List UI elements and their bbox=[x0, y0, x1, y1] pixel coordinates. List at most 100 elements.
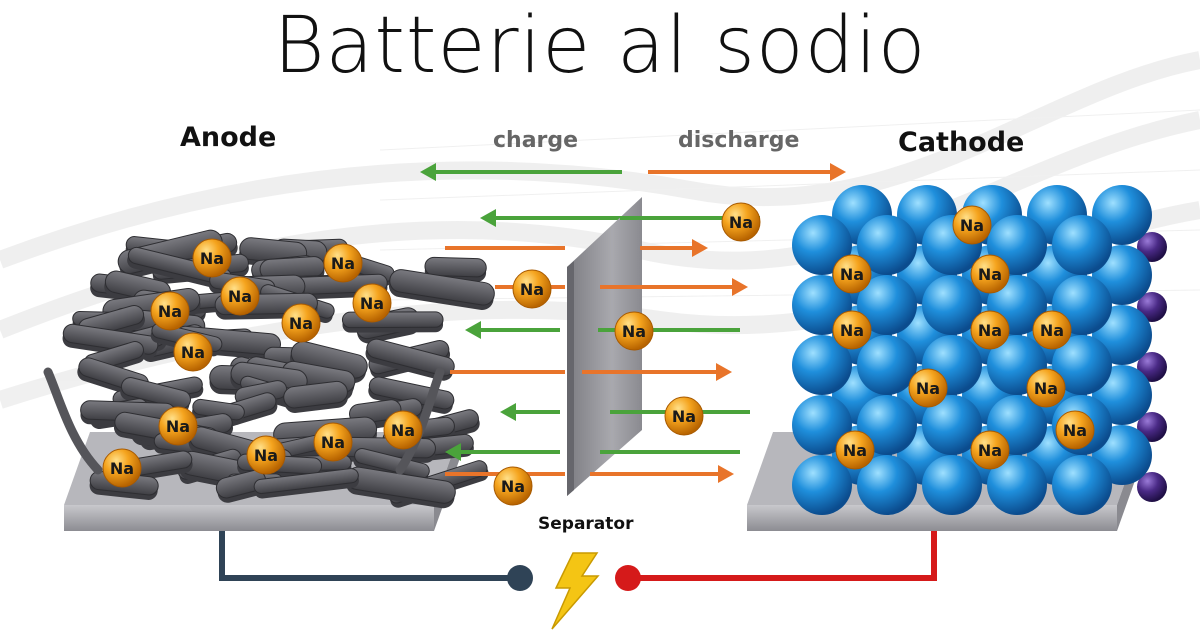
ion-label: Na bbox=[391, 421, 415, 440]
ion-label: Na bbox=[331, 254, 355, 273]
cathode-small-sphere bbox=[1137, 472, 1167, 502]
cathode-sphere bbox=[1052, 455, 1112, 515]
discharge-arrow-head bbox=[718, 465, 734, 483]
cathode-sphere bbox=[987, 455, 1047, 515]
separator-label: Separator bbox=[538, 514, 634, 534]
sodium-ion: Na bbox=[102, 448, 142, 488]
sodium-ion: Na bbox=[832, 254, 872, 294]
anode-flake bbox=[215, 469, 267, 503]
background-grid bbox=[379, 109, 1200, 301]
sodium-ion: Na bbox=[493, 466, 533, 506]
cathode-sphere bbox=[792, 335, 852, 395]
cathode-sphere bbox=[857, 455, 917, 515]
anode-curl-right bbox=[395, 367, 445, 475]
ion-label: Na bbox=[729, 213, 753, 232]
ion-label: Na bbox=[166, 417, 190, 436]
charge-arrow-head bbox=[480, 209, 496, 227]
sodium-ion: Na bbox=[173, 332, 213, 372]
cathode-sphere bbox=[792, 215, 852, 275]
sodium-ion: Na bbox=[664, 396, 704, 436]
discharge-arrow-head bbox=[732, 278, 748, 296]
page-title: Batterie al sodio bbox=[273, 1, 927, 91]
cathode-label: Cathode bbox=[898, 127, 1025, 158]
ion-label: Na bbox=[181, 343, 205, 362]
cathode-small-sphere bbox=[1137, 232, 1167, 262]
cathode-sphere bbox=[922, 455, 982, 515]
cathode-sphere bbox=[792, 395, 852, 455]
cathode-sphere bbox=[857, 335, 917, 395]
ion-label: Na bbox=[843, 441, 867, 460]
ion-label: Na bbox=[840, 265, 864, 284]
anode-curl-left bbox=[43, 367, 103, 475]
ion-label: Na bbox=[200, 249, 224, 268]
charge-arrow-head bbox=[500, 403, 516, 421]
anode-flake bbox=[253, 468, 359, 499]
ion-label: Na bbox=[520, 280, 544, 299]
sodium-ion: Na bbox=[512, 269, 552, 309]
sodium-ion: Na bbox=[614, 311, 654, 351]
separator-membrane bbox=[567, 197, 642, 496]
cathode-sphere bbox=[857, 275, 917, 335]
cathode-small-sphere bbox=[1137, 292, 1167, 322]
sodium-ion: Na bbox=[281, 303, 321, 343]
ion-label: Na bbox=[289, 314, 313, 333]
discharge-arrow-head bbox=[830, 163, 846, 181]
charge-arrow-head bbox=[445, 443, 461, 461]
sodium-ion: Na bbox=[220, 276, 260, 316]
sodium-ion: Na bbox=[1055, 410, 1095, 450]
anode-flake bbox=[283, 380, 348, 413]
cathode-small-sphere bbox=[1137, 352, 1167, 382]
cathode-sphere bbox=[1052, 215, 1112, 275]
anode-flake bbox=[388, 269, 495, 310]
cathode-sphere bbox=[922, 275, 982, 335]
ion-label: Na bbox=[228, 287, 252, 306]
sodium-ion: Na bbox=[158, 406, 198, 446]
ion-label: Na bbox=[254, 446, 278, 465]
ion-label: Na bbox=[978, 321, 1002, 340]
negative-terminal bbox=[507, 565, 533, 591]
ion-label: Na bbox=[1040, 321, 1064, 340]
ion-label: Na bbox=[978, 441, 1002, 460]
sodium-ion: Na bbox=[1026, 368, 1066, 408]
ion-label: Na bbox=[840, 321, 864, 340]
cathode-sphere bbox=[857, 215, 917, 275]
ion-label: Na bbox=[960, 216, 984, 235]
cathode-sphere bbox=[857, 395, 917, 455]
positive-terminal bbox=[615, 565, 641, 591]
cathode-small-sphere bbox=[1137, 412, 1167, 442]
cathode-sphere bbox=[1052, 335, 1112, 395]
ion-label: Na bbox=[978, 265, 1002, 284]
sodium-ion: Na bbox=[352, 283, 392, 323]
ion-label: Na bbox=[158, 302, 182, 321]
sodium-ion: Na bbox=[1032, 310, 1072, 350]
sodium-ion: Na bbox=[192, 238, 232, 278]
cathode-sphere bbox=[792, 455, 852, 515]
discharge-label: discharge bbox=[678, 128, 800, 153]
ion-label: Na bbox=[501, 477, 525, 496]
ion-label: Na bbox=[321, 433, 345, 452]
sodium-ion: Na bbox=[721, 202, 761, 242]
sodium-ion: Na bbox=[313, 422, 353, 462]
ion-label: Na bbox=[360, 294, 384, 313]
sodium-ion: Na bbox=[150, 291, 190, 331]
ion-label: Na bbox=[916, 379, 940, 398]
ion-label: Na bbox=[672, 407, 696, 426]
charge-label: charge bbox=[493, 128, 579, 153]
sodium-ion: Na bbox=[970, 254, 1010, 294]
lightning-bolt-icon bbox=[551, 552, 600, 630]
sodium-ion: Na bbox=[835, 430, 875, 470]
sodium-ion: Na bbox=[908, 368, 948, 408]
ion-label: Na bbox=[1063, 421, 1087, 440]
sodium-ion: Na bbox=[952, 205, 992, 245]
sodium-ion: Na bbox=[323, 243, 363, 283]
sodium-ion: Na bbox=[383, 410, 423, 450]
anode-hard-carbon-layers bbox=[43, 229, 495, 509]
anode-label: Anode bbox=[180, 122, 277, 153]
cathode-sphere bbox=[922, 395, 982, 455]
sodium-ion: Na bbox=[832, 310, 872, 350]
charge-arrow-head bbox=[420, 163, 436, 181]
anode-flake bbox=[365, 338, 455, 381]
charge-arrow-head bbox=[465, 321, 481, 339]
